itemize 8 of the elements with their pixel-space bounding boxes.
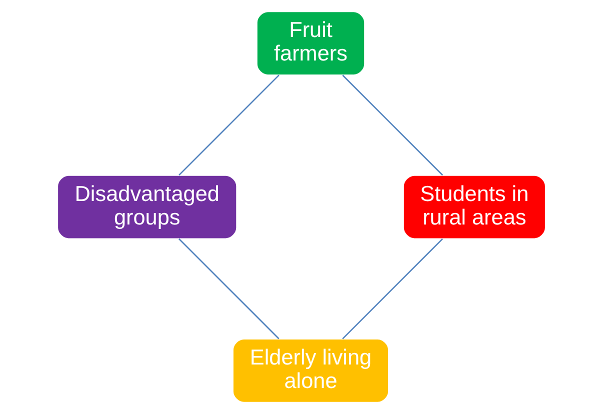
connector <box>178 74 280 176</box>
connector <box>342 74 444 176</box>
node-box: Disadvantaged groups <box>57 174 238 240</box>
connector <box>178 238 280 340</box>
node-box: Students in rural areas <box>403 174 546 240</box>
node-box: Elderly living alone <box>232 338 389 403</box>
connector <box>342 238 443 340</box>
node-box: Fruit farmers <box>256 11 365 76</box>
